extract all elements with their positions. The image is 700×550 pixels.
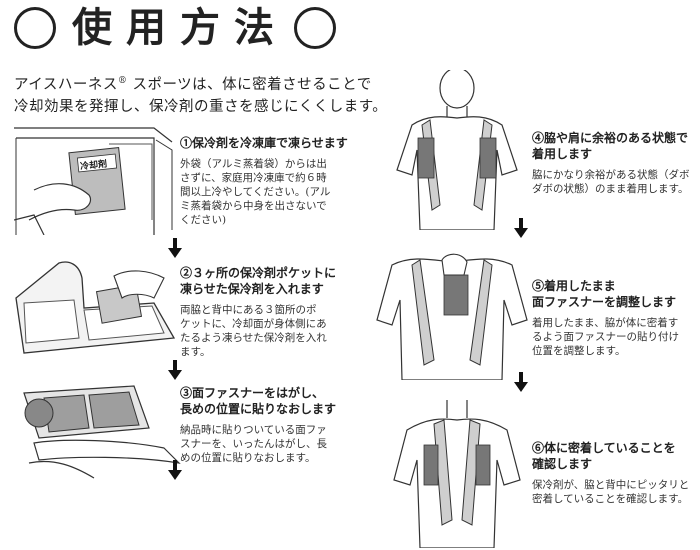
registered-mark: ® xyxy=(117,76,128,86)
arrow-down-icon xyxy=(168,238,182,258)
step-2: ②３ヶ所の保冷剤ポケットに 凍らせた保冷剤を入れます 両脇と背中にある３箇所のポ… xyxy=(180,266,337,358)
arrow-down-icon xyxy=(514,372,528,392)
intro-line-1: アイスハーネス® スポーツは、体に密着させることで xyxy=(14,76,372,93)
fastener-illustration xyxy=(23,385,181,479)
arrow-down-icon xyxy=(168,360,182,380)
vest-pocket-illustration xyxy=(15,261,176,354)
step-3: ③面ファスナーをはがし、 長めの位置に貼りなおします 納品時に貼りついている面フ… xyxy=(180,386,337,464)
person-fitted-illustration xyxy=(393,400,521,548)
title-text: 使用方法 xyxy=(72,4,288,51)
intro-line-2: 冷却効果を発揮し、保冷剤の重さを感じにくくします。 xyxy=(14,98,388,115)
page-title: 使用方法 xyxy=(14,4,336,52)
arrow-down-icon xyxy=(514,218,528,238)
person-adjusting-illustration xyxy=(376,253,528,380)
circle-ornament-right xyxy=(294,7,336,49)
arrow-down-icon xyxy=(168,460,182,480)
step-1: ①保冷剤を冷凍庫で凍らせます 外袋（アルミ蒸着袋）からは出 さずに、家庭用冷凍庫… xyxy=(180,136,348,226)
circle-ornament-left xyxy=(14,7,56,49)
step-5: ⑤着用したまま 面ファスナーを調整します 着用したまま、脇が体に密着す るよう面… xyxy=(532,279,679,357)
freezer-illustration xyxy=(14,127,173,235)
step-6: ⑥体に密着していることを 確認します 保冷剤が、脇と背中にピッタリと 密着してい… xyxy=(532,441,690,505)
intro-text: アイスハーネス® スポーツは、体に密着させることで 冷却効果を発揮し、保冷剤の重… xyxy=(14,70,394,118)
person-loose-fit-illustration xyxy=(396,70,518,230)
step-4: ④脇や肩に余裕のある状態で 着用します 脇にかなり余裕がある状態（ダボ ダボの状… xyxy=(532,131,690,195)
